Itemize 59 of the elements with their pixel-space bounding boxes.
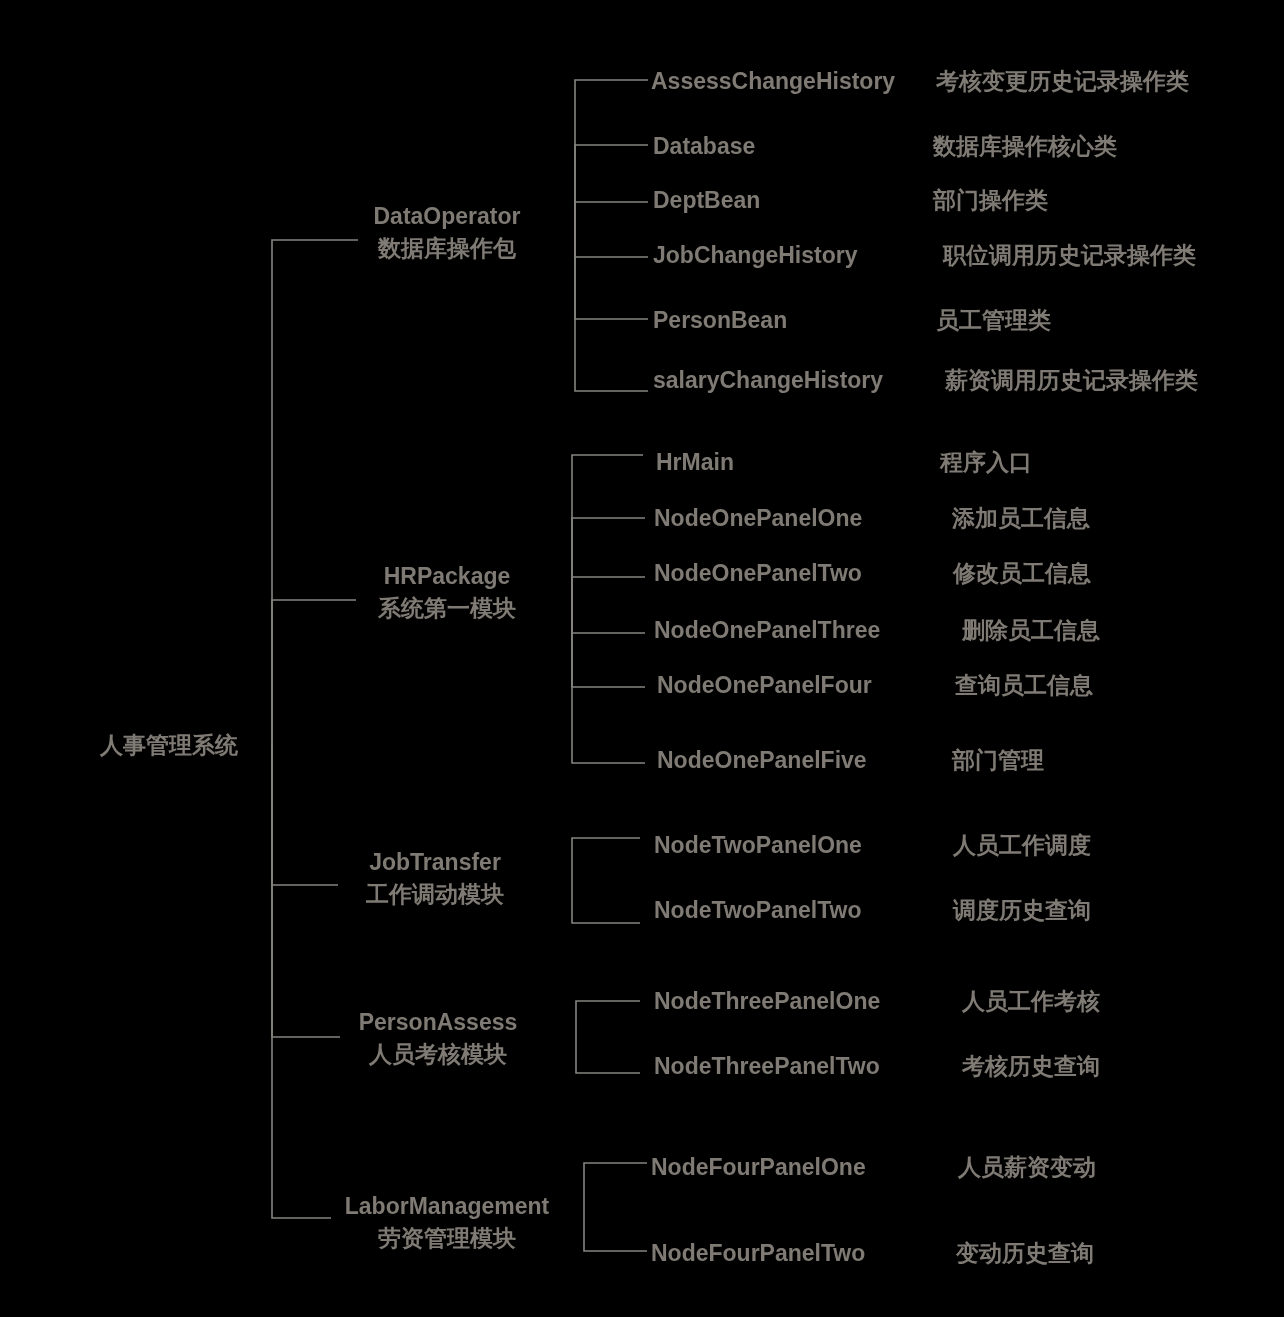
class-name: JobChangeHistory bbox=[653, 241, 858, 270]
class-description: 添加员工信息 bbox=[952, 504, 1090, 533]
class-name: NodeOnePanelTwo bbox=[654, 559, 862, 588]
class-name: NodeFourPanelOne bbox=[651, 1153, 866, 1182]
connector-line bbox=[271, 744, 332, 1219]
connector-line bbox=[575, 1000, 641, 1039]
class-name: AssessChangeHistory bbox=[651, 67, 896, 96]
class-name: NodeOnePanelThree bbox=[654, 616, 881, 645]
connector-line bbox=[574, 231, 649, 392]
class-name: NodeTwoPanelTwo bbox=[654, 896, 862, 925]
class-description: 职位调用历史记录操作类 bbox=[943, 241, 1196, 270]
connector-line bbox=[571, 877, 641, 924]
class-description: 考核变更历史记录操作类 bbox=[936, 67, 1189, 96]
package-description: 劳资管理模块 bbox=[378, 1224, 516, 1253]
class-description: 查询员工信息 bbox=[955, 671, 1093, 700]
class-description: 员工管理类 bbox=[936, 306, 1051, 335]
class-name: NodeThreePanelOne bbox=[654, 987, 881, 1016]
package-name: PersonAssess bbox=[358, 1008, 518, 1037]
connector-line bbox=[571, 591, 646, 764]
package-description: 系统第一模块 bbox=[378, 594, 516, 623]
package-description: 工作调动模块 bbox=[366, 880, 504, 909]
connector-line bbox=[571, 837, 641, 879]
system-name: 人事管理系统 bbox=[100, 731, 238, 760]
class-description: 薪资调用历史记录操作类 bbox=[945, 366, 1198, 395]
package-name: JobTransfer bbox=[369, 848, 501, 877]
class-name: DeptBean bbox=[653, 186, 761, 215]
class-description: 人员工作考核 bbox=[962, 987, 1100, 1016]
connector-line bbox=[583, 1162, 648, 1223]
class-description: 考核历史查询 bbox=[962, 1052, 1100, 1081]
class-description: 程序入口 bbox=[940, 448, 1032, 477]
class-description: 删除员工信息 bbox=[962, 616, 1100, 645]
package-name: HRPackage bbox=[383, 562, 511, 591]
class-name: NodeOnePanelFive bbox=[657, 746, 867, 775]
package-name: DataOperator bbox=[373, 202, 521, 231]
class-description: 修改员工信息 bbox=[953, 559, 1091, 588]
class-description: 变动历史查询 bbox=[956, 1239, 1094, 1268]
class-description: 部门操作类 bbox=[933, 186, 1048, 215]
class-name: NodeFourPanelTwo bbox=[651, 1239, 866, 1268]
class-name: HrMain bbox=[656, 448, 734, 477]
connector-line bbox=[583, 1221, 648, 1252]
class-name: salaryChangeHistory bbox=[653, 366, 884, 395]
package-description: 人员考核模块 bbox=[369, 1040, 507, 1069]
class-description: 调度历史查询 bbox=[953, 896, 1091, 925]
class-description: 部门管理 bbox=[952, 746, 1044, 775]
class-name: NodeOnePanelOne bbox=[654, 504, 863, 533]
class-name: NodeOnePanelFour bbox=[657, 671, 872, 700]
package-description: 数据库操作包 bbox=[378, 234, 516, 263]
class-name: NodeTwoPanelOne bbox=[654, 831, 862, 860]
connector-line bbox=[271, 599, 357, 746]
class-description: 人员薪资变动 bbox=[958, 1153, 1096, 1182]
connector-line bbox=[575, 1037, 641, 1074]
package-name: LaborManagement bbox=[344, 1192, 550, 1221]
class-name: PersonBean bbox=[653, 306, 788, 335]
class-name: Database bbox=[653, 132, 756, 161]
connector-line bbox=[571, 576, 646, 593]
class-description: 人员工作调度 bbox=[953, 831, 1091, 860]
class-name: NodeThreePanelTwo bbox=[654, 1052, 880, 1081]
connector-line bbox=[574, 201, 649, 233]
class-description: 数据库操作核心类 bbox=[933, 132, 1117, 161]
